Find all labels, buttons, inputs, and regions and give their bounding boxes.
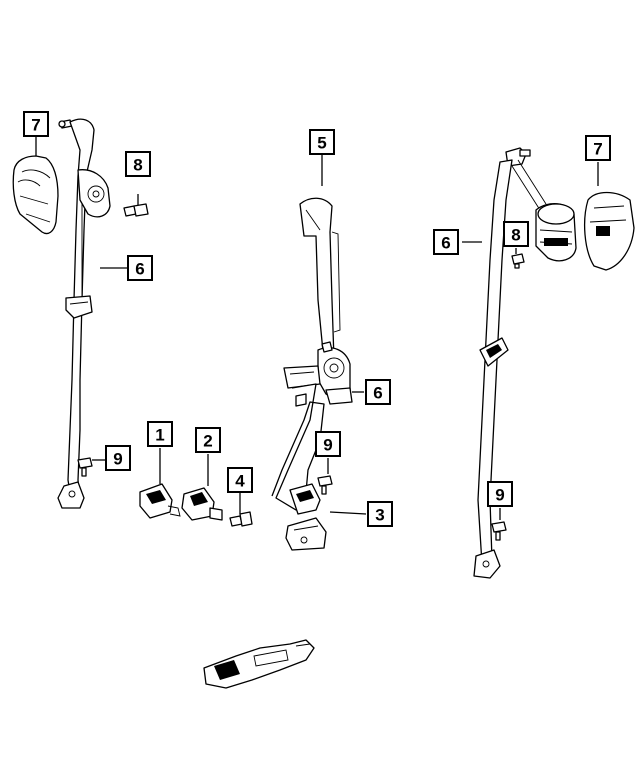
callout-label: 4 xyxy=(235,472,245,491)
callout-1: 1 xyxy=(147,421,173,447)
center-seat-belt-assembly xyxy=(271,197,353,551)
callout-6-right: 6 xyxy=(433,229,459,255)
leader-lines xyxy=(35,136,599,520)
callout-5: 5 xyxy=(309,129,335,155)
callout-label: 8 xyxy=(133,156,142,175)
callout-6-left: 6 xyxy=(127,255,153,281)
callout-label: 7 xyxy=(31,116,40,135)
callout-9-center: 9 xyxy=(315,431,341,457)
callout-7-right: 7 xyxy=(585,135,611,161)
callout-label: 6 xyxy=(135,260,144,279)
callout-6-center: 6 xyxy=(365,379,391,405)
callout-8-left: 8 xyxy=(125,151,151,177)
left-seat-belt-assembly xyxy=(12,118,149,509)
callout-label: 6 xyxy=(373,384,382,403)
callout-3: 3 xyxy=(367,501,393,527)
callout-label: 1 xyxy=(155,426,164,445)
bottom-buckle-harness xyxy=(203,639,315,689)
callout-label: 9 xyxy=(113,450,122,469)
callout-label: 9 xyxy=(495,486,504,505)
callout-label: 2 xyxy=(203,432,212,451)
callout-label: 7 xyxy=(593,140,602,159)
callout-label: 5 xyxy=(317,134,326,153)
callout-4: 4 xyxy=(227,467,253,493)
callout-label: 6 xyxy=(441,234,450,253)
callout-9-right: 9 xyxy=(487,481,513,507)
callout-label: 9 xyxy=(323,436,332,455)
callout-2: 2 xyxy=(195,427,221,453)
buckle-assemblies xyxy=(139,483,253,527)
callout-7-left: 7 xyxy=(23,111,49,137)
callout-9-left: 9 xyxy=(105,445,131,471)
right-seat-belt-assembly xyxy=(473,147,635,579)
callout-label: 3 xyxy=(375,506,384,525)
callout-8-right: 8 xyxy=(503,221,529,247)
callout-label: 8 xyxy=(511,226,520,245)
